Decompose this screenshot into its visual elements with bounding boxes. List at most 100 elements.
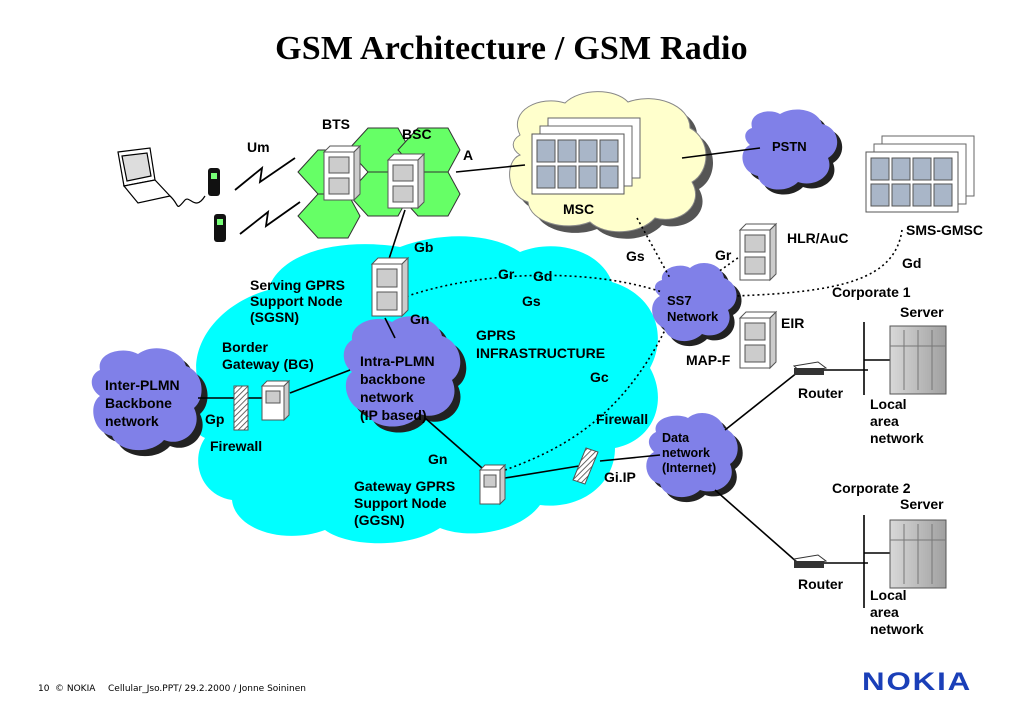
data-net-router1-line	[724, 371, 799, 431]
sgsn-line3: (SGSN)	[250, 309, 299, 325]
ss7-line2: Network	[667, 309, 719, 324]
corporate1-label: Corporate 1	[832, 284, 911, 300]
firewall-left-label: Firewall	[210, 438, 262, 454]
data-net-line1: Data	[662, 431, 690, 445]
data-network-cloud	[646, 413, 743, 503]
intra-plmn-line3: network	[360, 389, 414, 405]
firewall-right-label: Firewall	[596, 411, 648, 427]
um-label: Um	[247, 139, 270, 155]
gr-top-label: Gr	[715, 247, 732, 263]
sgsn-line1: Serving GPRS	[250, 277, 345, 293]
intra-plmn-line4: (IP based)	[360, 407, 427, 423]
gr-mid-label: Gr	[498, 266, 515, 282]
diagram-labels: BTS BSC Um A MSC PSTN SMS-GMSC HLR/AuC G…	[105, 116, 983, 637]
gprs-infra-line1: GPRS	[476, 327, 516, 343]
bsc-label: BSC	[402, 126, 432, 142]
footer-file-info: Cellular_Jso.PPT/ 29.2.2000 / Jonne Soin…	[108, 684, 306, 694]
footer-page-number: 10	[38, 684, 50, 694]
eir-label: EIR	[781, 315, 804, 331]
a-interface-line	[455, 164, 526, 173]
ggsn-line3: (GGSN)	[354, 512, 405, 528]
msc-pstn-line	[681, 147, 761, 159]
bg-server-icon	[260, 379, 291, 422]
lan-lines	[822, 322, 890, 608]
data-net-line3: (Internet)	[662, 461, 716, 475]
msc-label: MSC	[563, 201, 594, 217]
nokia-logo: NOKIA	[862, 668, 973, 696]
sms-gmsc-switch-icon	[865, 135, 975, 213]
bsc-server-icon	[386, 152, 426, 210]
router1-label: Router	[798, 385, 844, 401]
ggsn-line1: Gateway GPRS	[354, 478, 455, 494]
gs-msc-ss7-line	[636, 217, 671, 279]
inter-plmn-line2: Backbone	[105, 395, 172, 411]
lan2-line2: area	[870, 604, 899, 620]
footer-copyright: © NOKIA	[55, 684, 96, 694]
sgsn-server-icon	[370, 256, 410, 318]
corporate1-server-icon	[889, 325, 947, 395]
gp-label: Gp	[205, 411, 224, 427]
pstn-cloud	[742, 109, 843, 195]
gn-top-label: Gn	[410, 311, 429, 327]
ggsn-line2: Support Node	[354, 495, 447, 511]
firewall-left-icon	[233, 385, 249, 431]
gd-mid-label: Gd	[533, 268, 552, 284]
map-f-label: MAP-F	[686, 352, 731, 368]
bg-line2: Gateway (BG)	[222, 356, 314, 372]
firewall-data-net-line	[599, 454, 661, 462]
interface-lines	[198, 147, 799, 564]
gb-line	[387, 209, 406, 263]
gn-bottom-label: Gn	[428, 451, 447, 467]
ss7-line1: SS7	[667, 293, 692, 308]
mobile-phone-icon-1	[208, 168, 220, 196]
inter-plmn-cloud	[91, 348, 208, 457]
gn-intra-ggsn-line	[424, 417, 491, 476]
gs-mid-label: Gs	[522, 293, 541, 309]
server2-label: Server	[900, 496, 944, 512]
intra-plmn-line2: backbone	[360, 371, 426, 387]
pstn-label: PSTN	[772, 139, 807, 154]
gn-sgsn-intra-line	[384, 317, 396, 339]
ss7-network-cloud	[652, 263, 742, 347]
inter-plmn-line3: network	[105, 413, 159, 429]
mobile-phone-icon-2	[214, 214, 226, 242]
lan2-line1: Local	[870, 587, 907, 603]
corporate2-label: Corporate 2	[832, 480, 911, 496]
gi-ip-label: Gi.IP	[604, 469, 636, 485]
intra-plmn-cloud	[343, 316, 467, 433]
gc-label: Gc	[590, 369, 609, 385]
corporate2-server-icon	[889, 519, 947, 589]
bg-line1: Border	[222, 339, 268, 355]
signalling-lines	[401, 217, 903, 471]
firewall-right-icon	[572, 447, 599, 485]
data-net-line2: network	[662, 446, 710, 460]
server1-label: Server	[900, 304, 944, 320]
hlr-auc-label: HLR/AuC	[787, 230, 848, 246]
gd-right-label: Gd	[902, 255, 921, 271]
page-title: GSM Architecture / GSM Radio	[275, 30, 748, 67]
gb-label: Gb	[414, 239, 433, 255]
gi-line	[504, 464, 586, 479]
sms-gmsc-label: SMS-GMSC	[906, 222, 983, 238]
router-1-icon	[792, 361, 828, 375]
laptop-icon	[117, 147, 206, 207]
bts-server-icon	[322, 144, 362, 202]
ggsn-server-icon	[478, 463, 507, 506]
data-net-router2-line	[714, 489, 799, 564]
bts-cells	[297, 127, 461, 239]
hlr-auc-server-icon	[738, 222, 778, 282]
eir-server-icon	[738, 310, 778, 370]
radio-link-icons	[234, 157, 301, 235]
lan1-line2: area	[870, 413, 899, 429]
gs-top-label: Gs	[626, 248, 645, 264]
router-2-icon	[792, 554, 828, 568]
router2-label: Router	[798, 576, 844, 592]
inter-plmn-line1: Inter-PLMN	[105, 377, 180, 393]
bts-label: BTS	[322, 116, 350, 132]
msc-switch-icon	[531, 117, 641, 195]
lan2-line3: network	[870, 621, 924, 637]
lan1-line3: network	[870, 430, 924, 446]
sgsn-line2: Support Node	[250, 293, 343, 309]
a-interface-label: A	[463, 147, 473, 163]
